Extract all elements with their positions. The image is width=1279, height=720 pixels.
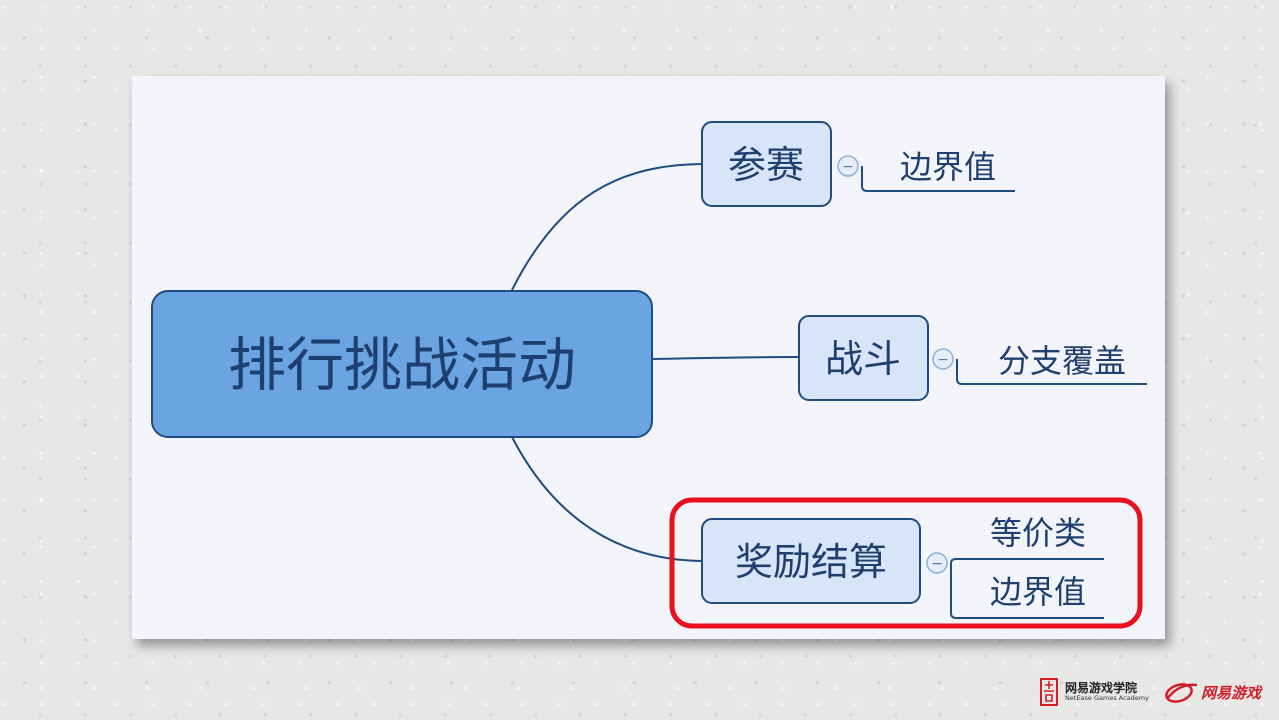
branch-label-jiangli: 奖励结算 bbox=[735, 540, 887, 584]
branch-node-jiangli[interactable]: 奖励结算 bbox=[701, 518, 921, 604]
collapse-icon: − bbox=[937, 352, 949, 368]
collapse-icon: − bbox=[931, 556, 943, 572]
branch-node-zhandou[interactable]: 战斗 bbox=[798, 315, 929, 401]
academy-name-cn: 网易游戏学院 bbox=[1065, 680, 1138, 695]
branch-label-canjsai: 参赛 bbox=[728, 143, 804, 187]
brand-name-cn: 网易游戏 bbox=[1200, 683, 1261, 702]
seal-icon bbox=[1040, 678, 1059, 706]
connector-root-canjsai bbox=[511, 163, 703, 291]
academy-name-en: NetEase Games Academy bbox=[1065, 694, 1149, 703]
academy-logo: 网易游戏学院 NetEase Games Academy bbox=[1039, 677, 1149, 707]
collapse-button-zhandou[interactable]: − bbox=[932, 348, 954, 370]
leaf-label-canjsai-1[interactable]: 边界值 bbox=[900, 148, 996, 186]
collapse-button-jiangli[interactable]: − bbox=[926, 552, 948, 574]
highlight-box bbox=[669, 497, 1143, 629]
leaf-underline-jiangli bbox=[950, 558, 1104, 619]
leaf-label-jiangli-2[interactable]: 边界值 bbox=[990, 573, 1086, 611]
leaf-underline-zhandou-1 bbox=[956, 359, 1147, 385]
root-node[interactable]: 排行挑战活动 bbox=[151, 290, 653, 438]
branch-label-zhandou: 战斗 bbox=[825, 337, 901, 381]
root-label: 排行挑战活动 bbox=[228, 331, 576, 399]
collapse-icon: − bbox=[842, 159, 854, 175]
brand-logo: 网易游戏 bbox=[1163, 679, 1261, 705]
collapse-button-canjsai[interactable]: − bbox=[837, 155, 859, 177]
leaf-label-jiangli-1[interactable]: 等价类 bbox=[990, 514, 1086, 552]
footer: 网易游戏学院 NetEase Games Academy 网易游戏 bbox=[1039, 672, 1261, 712]
branch-node-canjsai[interactable]: 参赛 bbox=[701, 121, 832, 207]
connector-root-zhandou bbox=[651, 356, 800, 360]
leaf-label-zhandou-1[interactable]: 分支覆盖 bbox=[998, 342, 1126, 380]
netease-swoosh-icon bbox=[1165, 683, 1198, 703]
leaf-underline-canjsai-1 bbox=[861, 166, 1015, 192]
